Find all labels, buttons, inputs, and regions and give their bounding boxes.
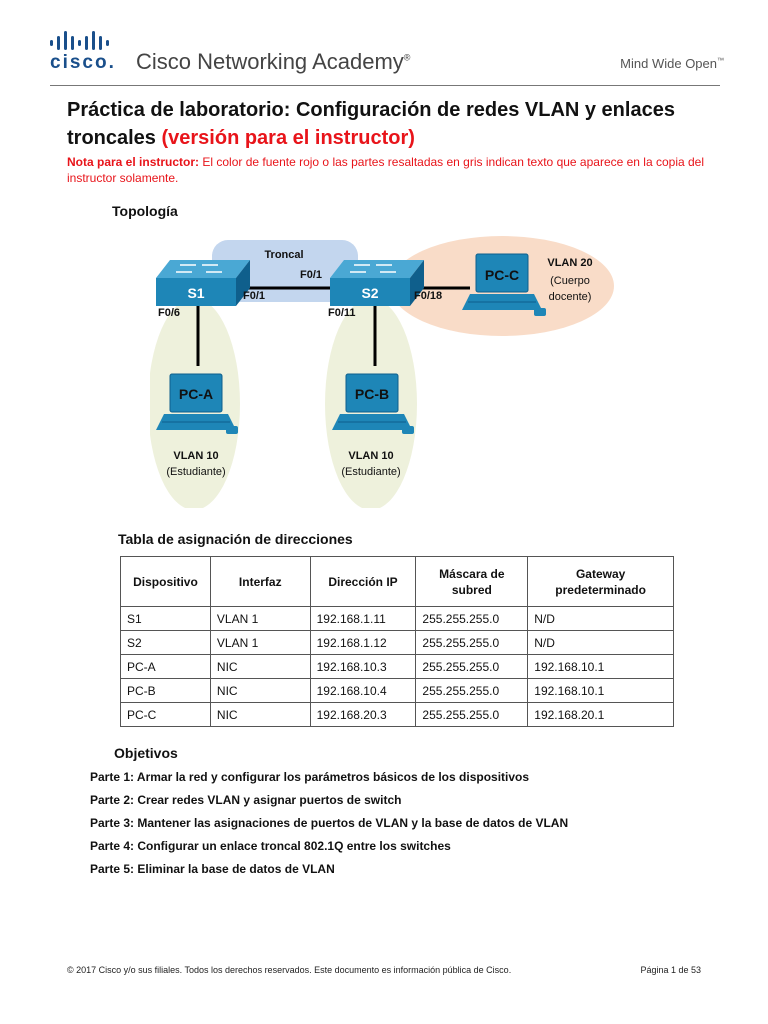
page-number: Página 1 de 53 (640, 965, 701, 975)
port-s2-f018: F0/18 (414, 290, 442, 302)
cell-ip: 192.168.20.3 (309, 702, 417, 727)
pc-b-vlan: VLAN 10 (348, 450, 393, 462)
port-s1-f01: F0/1 (243, 290, 265, 302)
page-title: Práctica de laboratorio: Configuración d… (67, 99, 675, 149)
pc-a: PC-A (156, 373, 238, 434)
page-footer: © 2017 Cisco y/o sus filiales. Todos los… (67, 965, 701, 975)
instructor-note-text: El color de fuente rojo o las partes res… (67, 155, 705, 185)
table-row: PC-C NIC 192.168.20.3 255.255.255.0 192.… (120, 702, 674, 727)
pc-b-label: PC-B (355, 386, 389, 402)
copyright-text: © 2017 Cisco y/o sus filiales. Todos los… (67, 965, 512, 975)
pc-b-group: (Estudiante) (341, 466, 400, 478)
switch-s1-label: S1 (187, 285, 204, 301)
topology-heading: Topología (112, 203, 178, 219)
cisco-logo-bars-icon (50, 31, 109, 50)
objective-item: Parte 2: Crear redes VLAN y asignar puer… (90, 793, 402, 807)
col-header-device: Dispositivo (120, 556, 211, 607)
header-divider (50, 85, 720, 86)
cell-mask: 255.255.255.0 (415, 630, 529, 655)
instructor-note-label: Nota para el instructor: (67, 155, 200, 169)
instructor-note: Nota para el instructor: El color de fue… (67, 154, 707, 186)
cell-device: PC-C (120, 702, 211, 727)
cell-gateway: 192.168.10.1 (527, 654, 674, 679)
port-s2-f011: F0/11 (328, 307, 356, 319)
instructor-version-label: (versión para el instructor) (161, 127, 415, 149)
pc-a-vlan: VLAN 10 (173, 450, 218, 462)
objective-item: Parte 1: Armar la red y configurar los p… (90, 770, 530, 784)
cell-device: S2 (120, 630, 211, 655)
table-row: S1 VLAN 1 192.168.1.11 255.255.255.0 N/D (120, 606, 674, 631)
objective-item: Parte 3: Mantener las asignaciones de pu… (90, 816, 569, 830)
cell-interface: NIC (209, 654, 311, 679)
cell-device: PC-A (120, 654, 211, 679)
objectives-heading: Objetivos (114, 745, 178, 761)
port-s1-f06: F0/6 (158, 307, 180, 319)
table-row: PC-A NIC 192.168.10.3 255.255.255.0 192.… (120, 654, 674, 679)
objective-item: Parte 5: Eliminar la base de datos de VL… (90, 862, 335, 876)
address-table-heading: Tabla de asignación de direcciones (118, 531, 353, 547)
objectives-list: Parte 1: Armar la red y configurar los p… (90, 769, 730, 884)
switch-s2-label: S2 (361, 285, 378, 301)
cell-device: S1 (120, 606, 211, 631)
pc-a-group: (Estudiante) (166, 466, 225, 478)
cell-mask: 255.255.255.0 (415, 654, 529, 679)
switch-s2: S2 (330, 260, 424, 306)
switch-s1: S1 (156, 260, 250, 306)
cell-gateway: 192.168.20.1 (527, 702, 674, 727)
pc-c: PC-C (462, 253, 546, 316)
cell-gateway: N/D (527, 606, 674, 631)
pc-a-label: PC-A (179, 386, 213, 402)
cell-ip: 192.168.1.11 (309, 606, 417, 631)
cell-mask: 255.255.255.0 (415, 606, 529, 631)
pc-c-group-line1: (Cuerpo (550, 275, 590, 287)
cell-mask: 255.255.255.0 (415, 702, 529, 727)
cell-interface: VLAN 1 (209, 606, 311, 631)
col-header-ip: Dirección IP (309, 556, 417, 607)
page-header: cisco. Cisco Networking Academy® Mind Wi… (0, 0, 768, 86)
objective-item: Parte 4: Configurar un enlace troncal 80… (90, 839, 451, 853)
cell-ip: 192.168.10.3 (309, 654, 417, 679)
cell-interface: VLAN 1 (209, 630, 311, 655)
table-header-row: Dispositivo Interfaz Dirección IP Máscar… (120, 556, 674, 607)
cell-device: PC-B (120, 678, 211, 703)
pc-c-label: PC-C (485, 267, 519, 283)
academy-name: Cisco Networking Academy® (136, 49, 411, 74)
port-s2-f01: F0/1 (300, 269, 322, 281)
cell-ip: 192.168.1.12 (309, 630, 417, 655)
pc-c-group-line2: docente) (549, 291, 592, 303)
cell-ip: 192.168.10.4 (309, 678, 417, 703)
address-table: Dispositivo Interfaz Dirección IP Máscar… (120, 556, 674, 727)
cisco-logo-wordmark: cisco. (50, 52, 116, 73)
pc-b: PC-B (332, 373, 414, 434)
cell-interface: NIC (209, 678, 311, 703)
pc-c-vlan: VLAN 20 (547, 257, 592, 269)
cell-interface: NIC (209, 702, 311, 727)
table-row: PC-B NIC 192.168.10.4 255.255.255.0 192.… (120, 678, 674, 703)
trunk-label: Troncal (264, 249, 303, 261)
cell-gateway: 192.168.10.1 (527, 678, 674, 703)
topology-diagram: S1 S2 PC-C PC-A PC-B Troncal F0/1 (150, 236, 614, 508)
tagline: Mind Wide Open™ (620, 56, 724, 71)
col-header-interface: Interfaz (209, 556, 311, 607)
cell-gateway: N/D (527, 630, 674, 655)
table-row: S2 VLAN 1 192.168.1.12 255.255.255.0 N/D (120, 630, 674, 655)
cell-mask: 255.255.255.0 (415, 678, 529, 703)
